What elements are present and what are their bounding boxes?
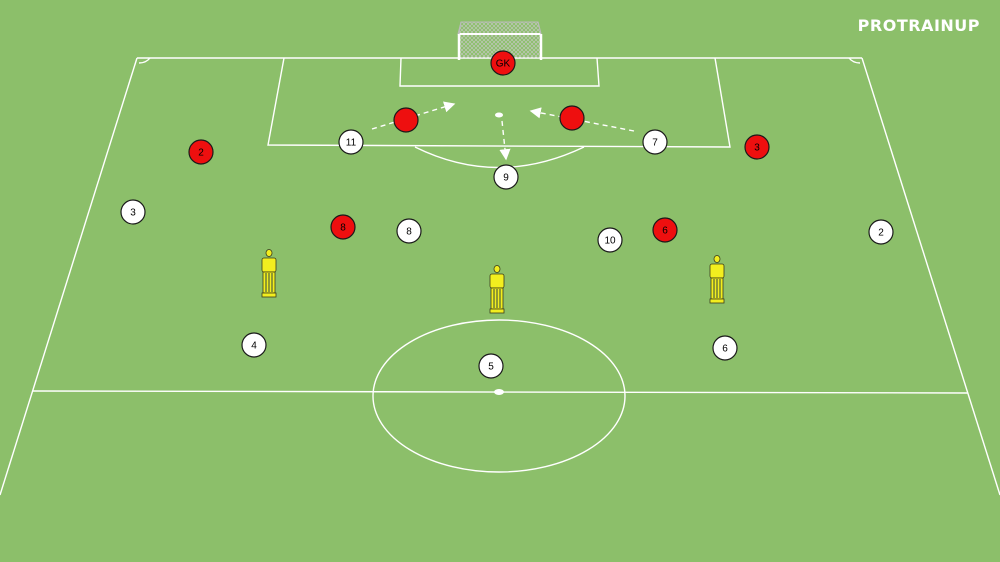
team-player-marker bbox=[478, 353, 504, 379]
team-player-marker bbox=[712, 335, 738, 361]
centre-circle bbox=[372, 319, 626, 473]
opponent-player: 2 bbox=[188, 139, 214, 165]
opponent-player-number: 2 bbox=[198, 148, 204, 159]
penalty-area bbox=[267, 57, 731, 148]
team-player-marker bbox=[868, 219, 894, 245]
team-player-marker bbox=[338, 129, 364, 155]
corner-arc-left bbox=[138, 57, 151, 64]
team-player-number: 3 bbox=[130, 208, 136, 219]
six-yard-box bbox=[399, 57, 600, 87]
team-player-number: 7 bbox=[652, 138, 658, 149]
opponent-player: 3 bbox=[744, 134, 770, 160]
run-arrow-center bbox=[499, 120, 511, 161]
opponent-player-marker bbox=[188, 139, 214, 165]
team-player: 11 bbox=[338, 129, 364, 155]
team-player-marker bbox=[597, 227, 623, 253]
team-player-marker bbox=[642, 129, 668, 155]
mannequin-icon bbox=[489, 265, 505, 314]
opponent-player-number: 6 bbox=[662, 226, 668, 237]
team-player: 6 bbox=[712, 335, 738, 361]
team-player: 10 bbox=[597, 227, 623, 253]
opponent-player-marker bbox=[330, 214, 356, 240]
penalty-spot bbox=[495, 112, 503, 118]
team-player-number: 5 bbox=[488, 362, 494, 373]
opponent-player-marker bbox=[393, 107, 419, 133]
team-player-number: 11 bbox=[346, 138, 357, 149]
mannequin-icon bbox=[709, 255, 725, 304]
team-player-number: 4 bbox=[251, 341, 257, 352]
brand-logo: PROTRAINUP bbox=[857, 16, 980, 35]
team-player: 4 bbox=[241, 332, 267, 358]
team-player: 7 bbox=[642, 129, 668, 155]
team-player-number: 6 bbox=[722, 344, 728, 355]
team-player-marker bbox=[241, 332, 267, 358]
team-player-marker bbox=[396, 218, 422, 244]
opponent-player-marker bbox=[652, 217, 678, 243]
team-player: 2 bbox=[868, 219, 894, 245]
opponent-player-number: 3 bbox=[754, 143, 760, 154]
opponent-player: GK bbox=[490, 50, 516, 76]
team-player-number: 10 bbox=[604, 236, 616, 247]
opponent-player-marker bbox=[559, 105, 585, 131]
team-player: 9 bbox=[493, 164, 519, 190]
team-player-marker bbox=[120, 199, 146, 225]
opponent-player bbox=[393, 107, 419, 133]
centre-spot bbox=[494, 389, 504, 395]
team-player-marker bbox=[493, 164, 519, 190]
left-touchline bbox=[0, 57, 138, 496]
opponent-player-marker bbox=[490, 50, 516, 76]
opponent-player: 6 bbox=[652, 217, 678, 243]
team-player-number: 9 bbox=[503, 173, 509, 184]
opponent-player-number: 8 bbox=[340, 223, 346, 234]
goal-icon bbox=[457, 21, 543, 60]
opponent-player: 8 bbox=[330, 214, 356, 240]
right-touchline bbox=[861, 57, 1000, 496]
team-player-number: 2 bbox=[878, 228, 884, 239]
corner-arc-right bbox=[848, 57, 861, 64]
opponent-player-marker bbox=[744, 134, 770, 160]
mannequin-icon bbox=[261, 249, 277, 298]
team-player: 5 bbox=[478, 353, 504, 379]
opponent-player bbox=[559, 105, 585, 131]
team-player: 8 bbox=[396, 218, 422, 244]
opponent-player-number: GK bbox=[496, 59, 511, 70]
team-player: 3 bbox=[120, 199, 146, 225]
team-player-number: 8 bbox=[406, 227, 412, 238]
